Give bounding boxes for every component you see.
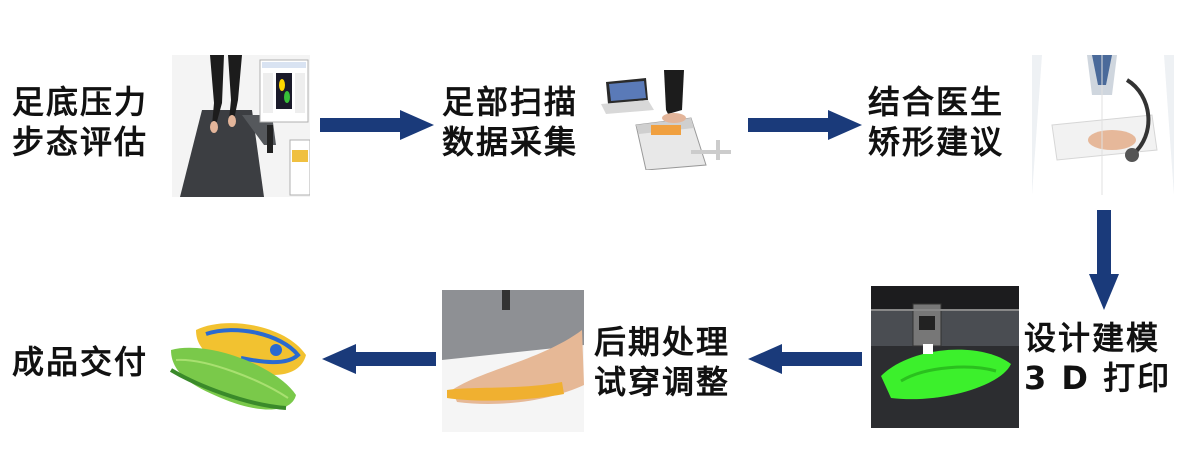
step-2-label: 足部扫描 数据采集	[442, 82, 578, 162]
arrow-down-icon	[1089, 210, 1119, 310]
arrow-left-icon	[748, 344, 862, 374]
step-3-label: 结合医生 矫形建议	[868, 82, 1004, 162]
step-3-line-2: 矫形建议	[868, 123, 1005, 161]
fitting-photo	[442, 290, 584, 432]
foot-scanner-photo	[596, 70, 734, 170]
step-5-label: 后期处理 试穿调整	[594, 322, 730, 402]
step-4-line-1: 设计建模	[1024, 319, 1161, 357]
step-5-line-1: 后期处理	[594, 323, 731, 361]
step-2-line-2: 数据采集	[442, 123, 579, 161]
gait-analysis-photo	[172, 55, 310, 197]
step-6-label: 成品交付	[12, 342, 148, 382]
arrow-right-icon	[748, 110, 862, 140]
doctor-photo	[1032, 55, 1174, 195]
step-4-label: 设计建模 3 D 打印	[1024, 318, 1171, 398]
arrow-left-icon	[322, 344, 436, 374]
insole-product-photo	[166, 300, 312, 430]
3d-printer-photo	[871, 286, 1019, 428]
step-1-line-2: 步态评估	[12, 123, 149, 161]
step-5-line-2: 试穿调整	[594, 363, 731, 401]
step-4-line-2: 3 D 打印	[1024, 359, 1172, 397]
step-1-line-1: 足底压力	[12, 83, 149, 121]
step-2-line-1: 足部扫描	[442, 83, 579, 121]
step-3-line-1: 结合医生	[868, 83, 1005, 121]
step-1-label: 足底压力 步态评估	[12, 82, 148, 162]
arrow-right-icon	[320, 110, 434, 140]
step-6-line-1: 成品交付	[12, 343, 149, 381]
